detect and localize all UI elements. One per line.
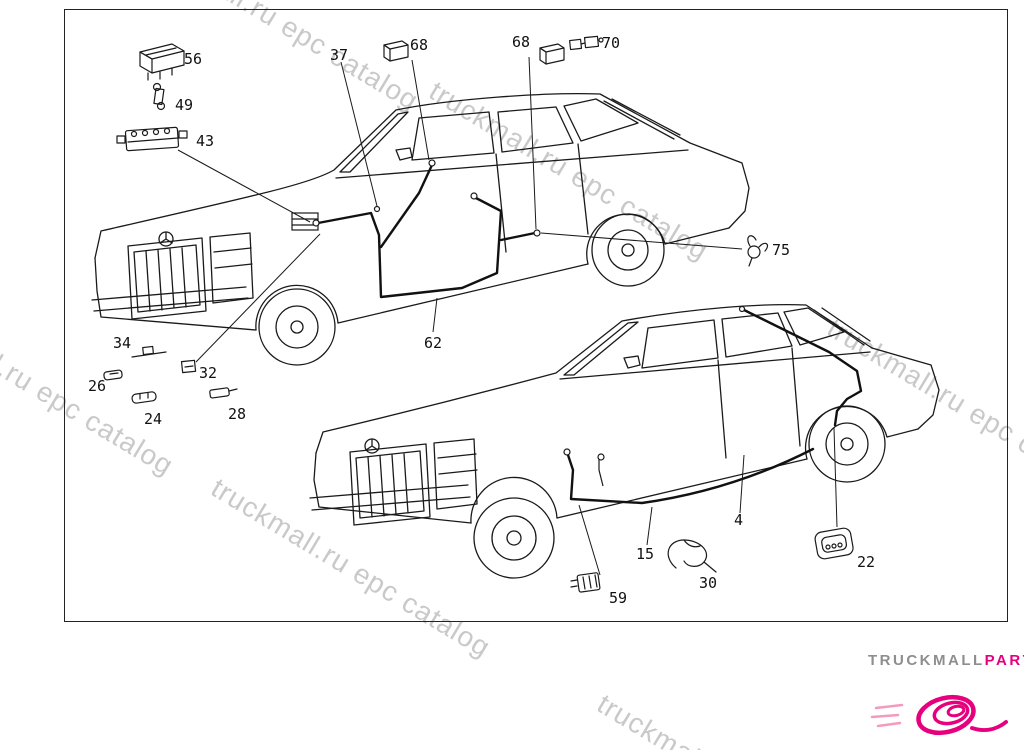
callout-75: 75 [772,241,791,259]
part-icon-34 [131,345,167,358]
callout-30: 30 [699,574,718,592]
part-icon-75 [747,235,769,267]
part-icon-49 [152,82,166,111]
callout-32: 32 [199,364,218,382]
harness-connectors-lower [563,305,746,487]
part-icon-30 [667,539,717,573]
callout-15: 15 [636,545,655,563]
part-icon-28 [209,387,238,399]
callout-34: 34 [113,334,132,352]
leader-lines [177,56,838,576]
wiring-harness-upper [316,163,537,299]
part-icon-56 [139,43,185,81]
brand-logo: TRUCKMALLPARTS [868,652,1024,747]
part-icon-68-upper [383,40,409,62]
part-icon-22 [814,527,854,560]
wiring-harness-lower [565,307,863,505]
callout-56: 56 [184,50,203,68]
part-icon-68-lower [539,43,565,65]
sedan-upper-drawing [91,93,750,366]
sedan-lower-drawing [309,303,940,579]
callout-22: 22 [857,553,876,571]
callout-70: 70 [602,34,621,52]
part-icon-70 [569,35,604,51]
callout-68-roof: 68 [410,36,429,54]
part-icon-26 [103,369,123,381]
harness-connectors-upper [291,159,541,237]
callout-59: 59 [609,589,628,607]
callout-4: 4 [734,511,744,529]
callout-28: 28 [228,405,247,423]
callout-62: 62 [424,334,443,352]
callout-24: 24 [144,410,163,428]
part-icon-43 [116,126,188,152]
callout-49: 49 [175,96,194,114]
logo-text-truckmall: TRUCKMALL [868,652,985,669]
logo-swirl-icon [870,694,1008,736]
callout-43: 43 [196,132,215,150]
logo-text-parts: PARTS [984,652,1024,669]
part-icon-32 [180,359,197,374]
part-icon-24 [131,391,157,404]
callout-26: 26 [88,377,107,395]
callout-37: 37 [330,46,349,64]
part-icon-59 [570,572,601,593]
callout-68-rear: 68 [512,33,531,51]
